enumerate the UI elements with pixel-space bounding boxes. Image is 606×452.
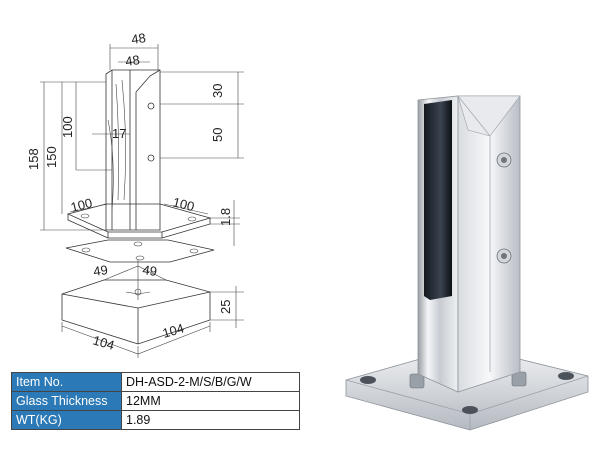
dim-cover-base-right: 104 <box>161 320 186 340</box>
table-row: Item No. DH-ASD-2-M/S/B/G/W <box>11 372 300 392</box>
dim-cover-left: 49 <box>92 262 108 279</box>
spec-value-glass-thickness: 12MM <box>121 391 300 411</box>
table-row: Glass Thickness 12MM <box>11 391 300 411</box>
dim-height-150: 150 <box>44 146 59 168</box>
dim-hole-top: 30 <box>210 84 225 98</box>
dim-cover-base-left: 104 <box>91 332 116 352</box>
dim-top-width: 48 <box>130 30 146 47</box>
dim-plate-left: 100 <box>69 195 94 215</box>
spec-value-weight: 1.89 <box>121 410 300 430</box>
spec-value-item-no: DH-ASD-2-M/S/B/G/W <box>121 372 300 392</box>
dim-height-100: 100 <box>60 116 75 138</box>
dim-slot-width: 17 <box>112 126 126 141</box>
dim-hole-spacing: 50 <box>210 128 225 142</box>
table-row: WT(KG) 1.89 <box>11 410 300 430</box>
spec-table: Item No. DH-ASD-2-M/S/B/G/W Glass Thickn… <box>11 372 300 430</box>
dim-plate-right: 100 <box>171 194 196 214</box>
dim-cover-right: 49 <box>142 262 158 279</box>
product-render <box>345 95 589 431</box>
dim-top-width-inner: 48 <box>124 52 140 69</box>
technical-drawing: 48 48 158 150 100 17 30 50 100 100 1.8 4… <box>26 30 244 358</box>
dim-cover-height: 25 <box>218 300 233 314</box>
dim-height-total: 158 <box>26 148 41 170</box>
dim-plate-thickness: 1.8 <box>218 208 233 226</box>
spec-key-item-no: Item No. <box>11 372 122 392</box>
spec-key-glass-thickness: Glass Thickness <box>11 391 122 411</box>
spec-key-weight: WT(KG) <box>11 410 122 430</box>
